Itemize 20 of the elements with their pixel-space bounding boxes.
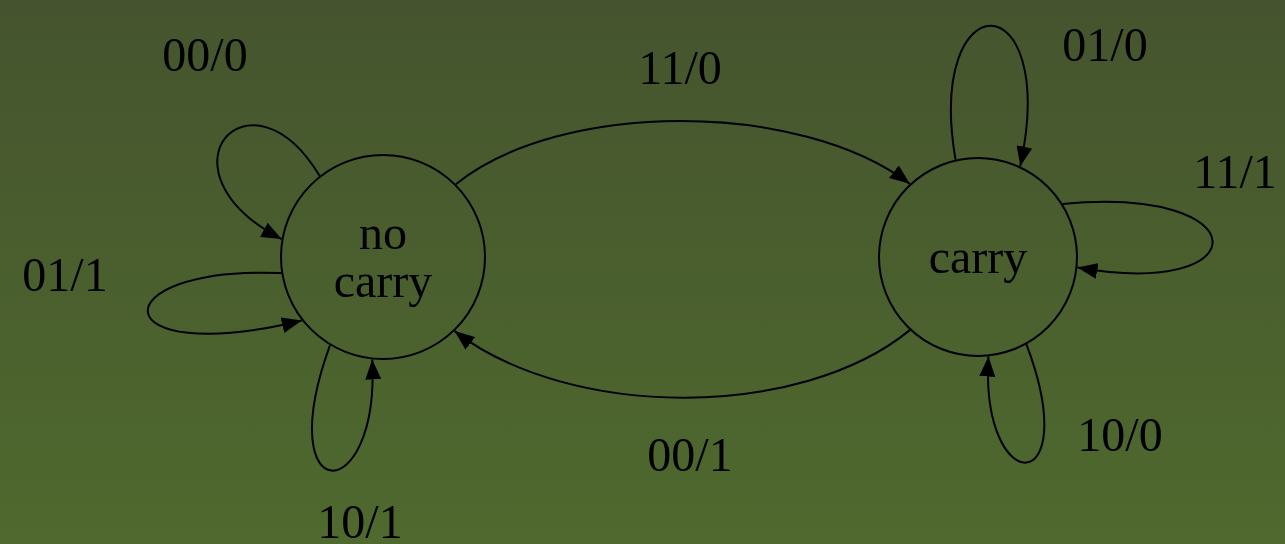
transition-arrow (146, 272, 303, 335)
transition-arrow (311, 344, 381, 472)
transition-arrow (454, 120, 911, 186)
transition-arrow (216, 124, 321, 241)
transition-arrow (980, 343, 1046, 464)
edge-label: 01/0 (1062, 21, 1148, 69)
transition-arrow (1061, 200, 1214, 278)
state-circle (878, 157, 1078, 357)
edge-label: 11/1 (1193, 148, 1277, 196)
edge-label: 10/1 (317, 498, 403, 544)
edge-label: 11/0 (638, 44, 722, 92)
state-circle (280, 154, 486, 360)
edge-label: 01/1 (22, 251, 108, 299)
state-label: no carry (332, 209, 434, 305)
edge-label: 00/1 (647, 431, 733, 479)
transition-arrow (950, 24, 1032, 168)
edge-label: 00/0 (162, 31, 248, 79)
state-label: carry (928, 233, 1028, 281)
transition-arrow (453, 329, 911, 399)
edge-label: 10/0 (1077, 411, 1163, 459)
